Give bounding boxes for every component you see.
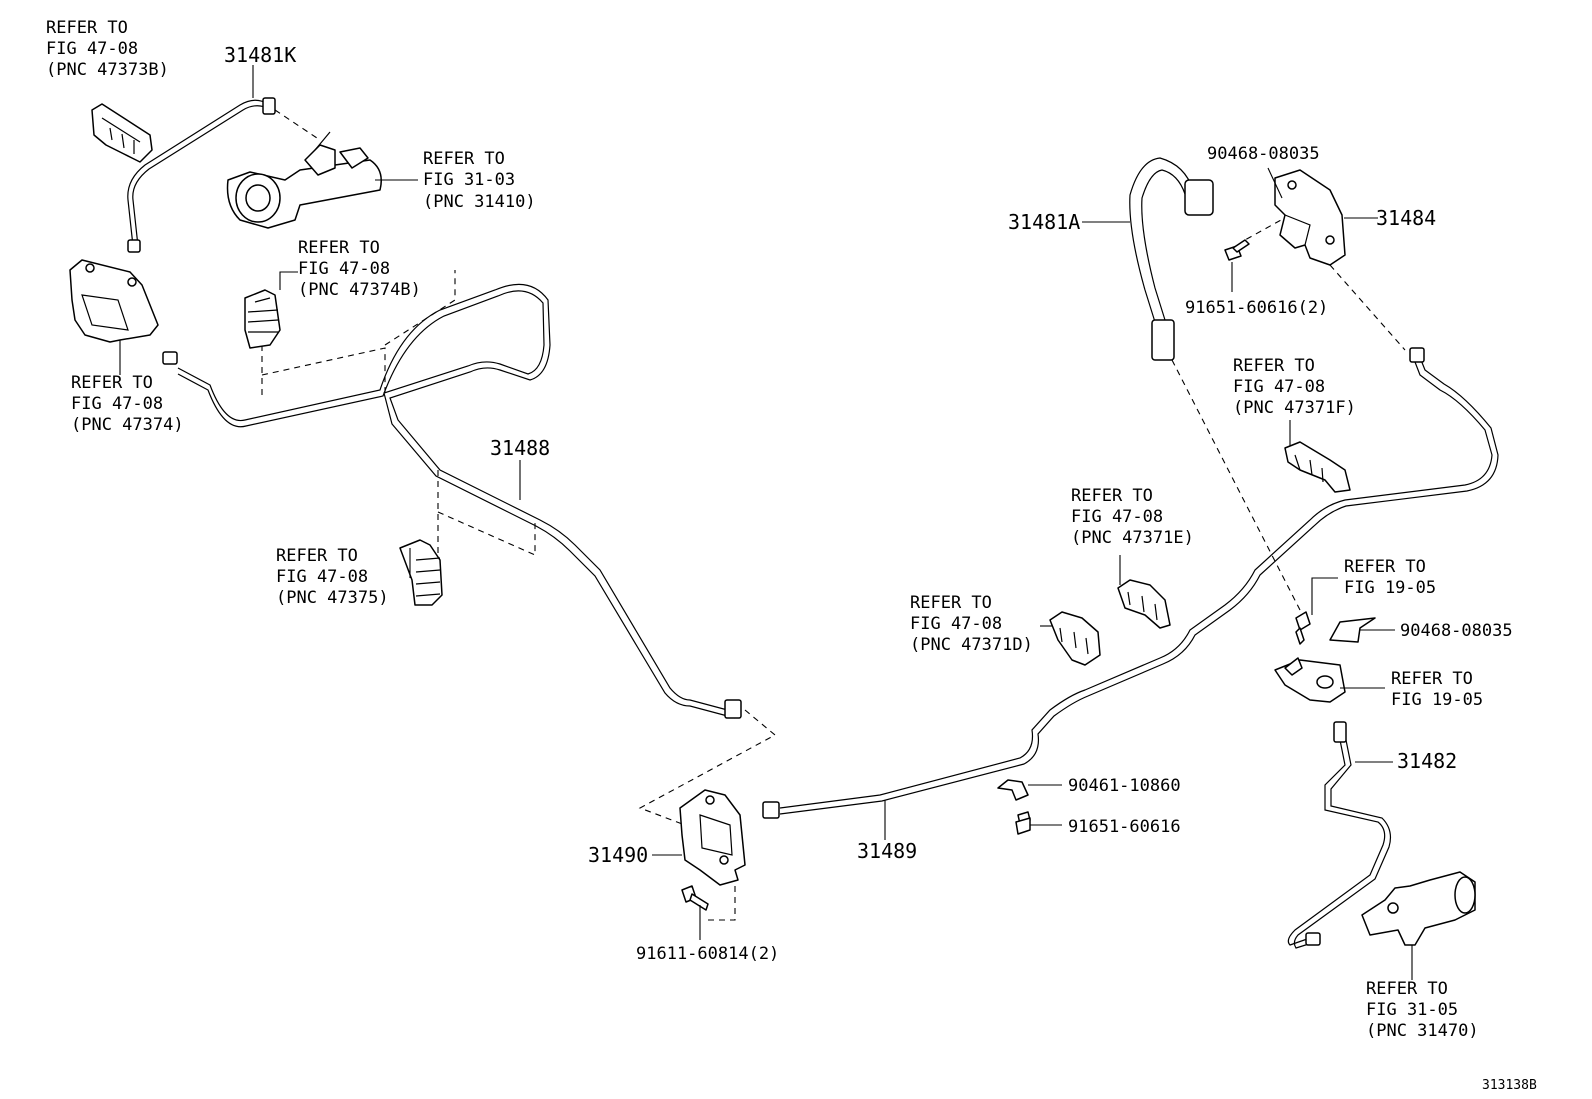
ref-label-31410: REFER TO FIG 31-03 (PNC 31410) [423,149,536,212]
ref-line: REFER TO [298,238,380,258]
part-number-90468-08035-top: 90468-08035 [1207,144,1320,164]
pipe-31481k [127,99,271,247]
ref-label-47374: REFER TO FIG 47-08 (PNC 47374) [71,373,184,435]
ref-line: REFER TO [1233,356,1315,376]
ref-line: REFER TO [1071,486,1153,506]
ref-label-47371f: REFER TO FIG 47-08 (PNC 47371F) [1233,356,1356,418]
ref-line: (PNC 47371F) [1233,398,1356,418]
part-number-90468-08035-bottom: 90468-08035 [1400,621,1513,641]
master-cylinder-31410 [226,131,382,229]
ref-line: REFER TO [276,546,358,566]
clamp-47373b [91,103,153,163]
part-number-31488: 31488 [490,436,550,460]
part-numbers: 31481K 31488 31481A 90468-08035 31484 91… [224,43,1513,964]
ref-line: REFER TO [910,593,992,613]
part-number-31484: 31484 [1376,206,1436,230]
ref-line: FIG 47-08 [298,259,390,279]
ref-line: FIG 47-08 [910,614,1002,634]
ref-line: FIG 31-05 [1366,1000,1458,1020]
ref-line: FIG 31-03 [423,170,515,190]
ref-label-47371d: REFER TO FIG 47-08 (PNC 47371D) [910,593,1033,655]
pipe-31482 [1287,739,1392,949]
ref-line: (PNC 31470) [1366,1021,1479,1041]
ref-line: FIG 19-05 [1344,578,1436,598]
part-number-91651-60616: 91651-60616 [1068,817,1181,837]
ref-line: REFER TO [423,149,505,169]
clamp-47375 [399,539,443,606]
clip-90468-08035 [1329,617,1376,643]
bracket-31484 [1274,169,1346,266]
ref-line: REFER TO [46,18,128,38]
ref-line: FIG 47-08 [1233,377,1325,397]
ref-line: FIG 47-08 [46,39,138,59]
ref-line: (PNC 47371D) [910,635,1033,655]
bolt-91651-60616 [1015,811,1031,835]
ref-label-47371e: REFER TO FIG 47-08 (PNC 47371E) [1071,486,1194,548]
bracket-47374 [69,259,159,343]
ref-label-47375: REFER TO FIG 47-08 (PNC 47375) [276,546,389,608]
part-number-31490: 31490 [588,843,648,867]
ref-line: FIG 47-08 [276,567,368,587]
pipe-fittings [127,97,1425,946]
ref-label-19-05-b: REFER TO FIG 19-05 [1391,669,1483,710]
bracket-fig-19-05 [1274,657,1346,703]
bolt-fig-19-05 [1295,611,1311,645]
bolt-91611-60814-2 [681,885,709,911]
part-number-91651-60616-2: 91651-60616(2) [1185,298,1328,318]
ref-line: (PNC 47374B) [298,280,421,300]
ref-label-47374b: REFER TO FIG 47-08 (PNC 47374B) [298,238,421,300]
part-number-31489: 31489 [857,839,917,863]
ref-line: REFER TO [1391,669,1473,689]
bolt-91651-60616-2 [1224,239,1250,261]
ref-line: REFER TO [71,373,153,393]
clamp-47374b [244,289,281,349]
ref-line: FIG 47-08 [1071,507,1163,527]
clamp-47371d [1049,611,1101,666]
release-cylinder-31470 [1361,871,1476,946]
part-number-91611-60814-2: 91611-60814(2) [636,944,779,964]
ref-line: (PNC 47375) [276,588,389,608]
clamp-47371f [1284,441,1351,493]
clamp-47371e [1117,579,1171,629]
ref-line: (PNC 47371E) [1071,528,1194,548]
bracket-31490 [679,789,746,886]
dashed-guides [261,109,1406,921]
part-number-31481k: 31481K [224,43,296,67]
part-number-31482: 31482 [1397,749,1457,773]
ref-label-31470: REFER TO FIG 31-05 (PNC 31470) [1366,979,1479,1041]
ref-line: REFER TO [1366,979,1448,999]
hose-31481a [1129,157,1194,339]
figure-id: 313138B [1482,1078,1537,1093]
ref-line: (PNC 47373B) [46,60,169,80]
ref-label-19-05-a: REFER TO FIG 19-05 [1344,557,1436,598]
ref-line: (PNC 47374) [71,415,184,435]
ref-line: FIG 47-08 [71,394,163,414]
ref-line: (PNC 31410) [423,192,536,212]
pipe-31489 [779,359,1499,815]
leader-lines [119,65,1413,980]
ref-label-47373b: REFER TO FIG 47-08 (PNC 47373B) [46,18,169,80]
ref-line: FIG 19-05 [1391,690,1483,710]
part-number-90461-10860: 90461-10860 [1068,776,1181,796]
clip-90461-10860 [997,779,1029,801]
part-number-31481a: 31481A [1008,210,1080,234]
ref-line: REFER TO [1344,557,1426,577]
